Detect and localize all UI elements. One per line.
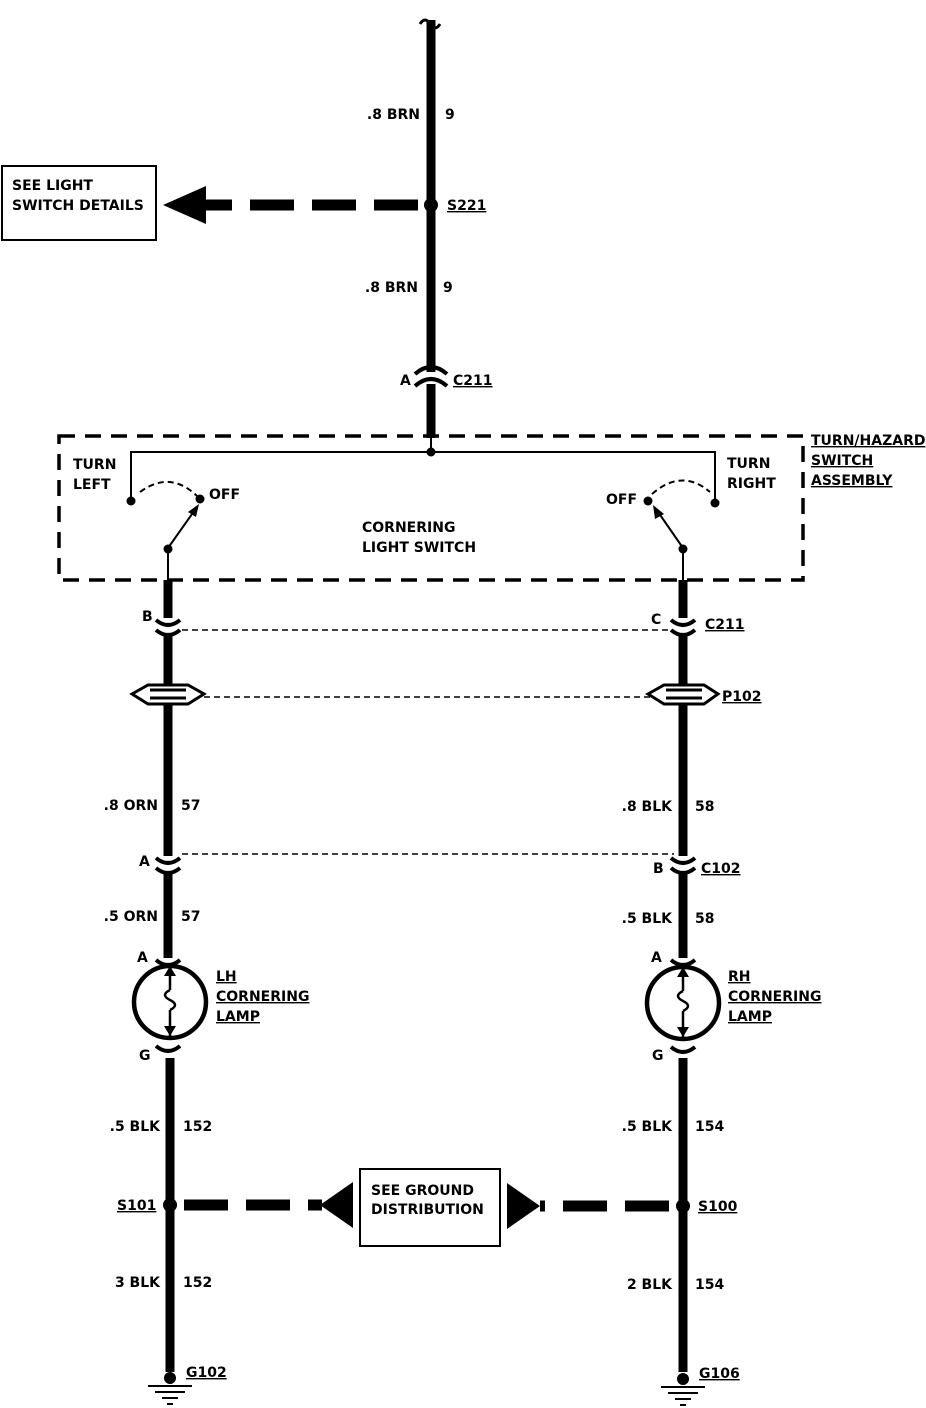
right-seg2-circuit: 58 (695, 911, 714, 927)
right-p102-grommet (645, 683, 721, 706)
left-c211-connector (154, 618, 182, 637)
light-switch-details-line2: SWITCH DETAILS (12, 198, 144, 214)
c211-a-connector (413, 365, 449, 388)
s100-arrowhead (507, 1183, 540, 1229)
splice-s100-label: S100 (698, 1199, 738, 1215)
c211-a-pin: A (400, 373, 411, 389)
right-seg3-circuit: 154 (695, 1119, 724, 1135)
right-c102-pin: B (653, 861, 664, 877)
lh-lamp-line2: CORNERING (216, 989, 309, 1005)
left-c102-connector (154, 856, 182, 875)
right-seg1-gauge: .8 BLK (622, 799, 674, 815)
c211-a-label: C211 (453, 373, 493, 389)
left-seg3-gauge: .5 BLK (110, 1119, 162, 1135)
right-c102-label: C102 (701, 861, 741, 877)
g106-label: G106 (699, 1366, 740, 1382)
rh-lamp-line2: CORNERING (728, 989, 821, 1005)
turn-right-line1: TURN (727, 456, 770, 472)
rh-lamp-arrow-up (677, 967, 689, 977)
left-lamp-bottom-connector (154, 1044, 182, 1053)
wire-9-upper-gauge: .8 BRN (367, 107, 420, 123)
left-c102-pin: A (139, 854, 150, 870)
splice-s221-dot (424, 198, 438, 212)
rh-lamp-arrow-down (677, 1027, 689, 1037)
left-seg1-gauge: .8 ORN (104, 798, 158, 814)
turn-left-contact (126, 496, 136, 506)
g106-ground-symbol (661, 1386, 705, 1406)
left-switch-travel-arc (139, 480, 198, 497)
left-seg4-gauge: 3 BLK (115, 1275, 161, 1291)
splice-s101-dot (163, 1198, 177, 1212)
right-lamp-pin-top: A (651, 950, 662, 966)
right-seg3-gauge: .5 BLK (622, 1119, 674, 1135)
right-off-contact (643, 496, 653, 506)
right-p102-label: P102 (722, 689, 761, 705)
left-off-label: OFF (209, 487, 240, 503)
switch-bus-right (431, 451, 716, 502)
turn-left-line1: TURN (73, 457, 116, 473)
g102-ground-dot (164, 1372, 176, 1384)
right-seg4-gauge: 2 BLK (627, 1277, 673, 1293)
g102-label: G102 (186, 1365, 227, 1381)
switch-assembly-line1: TURN/HAZARD (811, 433, 925, 449)
wire-9-lower-circuit: 9 (443, 280, 453, 296)
g106-ground-dot (677, 1373, 689, 1385)
left-seg4-circuit: 152 (183, 1275, 212, 1291)
cornering-light-switch-line2: LIGHT SWITCH (362, 540, 476, 556)
s221-arrowhead (163, 186, 206, 224)
left-seg3-circuit: 152 (183, 1119, 212, 1135)
turn-left-line2: LEFT (73, 477, 111, 493)
left-seg2-circuit: 57 (181, 909, 200, 925)
left-p102-grommet (129, 683, 207, 706)
right-off-label: OFF (606, 492, 637, 508)
lh-lamp-arrow-up (164, 966, 176, 976)
turn-right-contact (710, 498, 720, 508)
rh-lamp-line3: LAMP (728, 1009, 772, 1025)
light-switch-details-box (1, 165, 157, 241)
left-blade-arrow (188, 504, 199, 517)
right-seg4-circuit: 154 (695, 1277, 724, 1293)
left-c211-pin: B (142, 609, 153, 625)
left-lamp-pin-top: A (137, 950, 148, 966)
lh-lamp-line1: LH (216, 969, 237, 985)
right-c211-connector (669, 618, 697, 637)
splice-s101-label: S101 (117, 1198, 156, 1214)
right-c211-label: C211 (705, 617, 745, 633)
right-seg2-gauge: .5 BLK (622, 911, 674, 927)
g102-ground-symbol (148, 1385, 192, 1405)
left-off-contact (195, 494, 205, 504)
right-seg1-circuit: 58 (695, 799, 714, 815)
right-c102-connector (669, 856, 697, 875)
ground-distribution-line1: SEE GROUND (371, 1183, 474, 1199)
wire-9-upper-circuit: 9 (445, 107, 455, 123)
switch-assembly-line3: ASSEMBLY (811, 473, 893, 489)
right-blade-arrow (653, 505, 664, 519)
light-switch-details-line1: SEE LIGHT (12, 178, 93, 194)
switch-assembly-line2: SWITCH (811, 453, 873, 469)
right-c211-pin: C (651, 612, 661, 628)
right-lamp-bottom-connector (669, 1045, 697, 1054)
lh-lamp-filament-coil (163, 988, 177, 1012)
lh-lamp-arrow-down (164, 1026, 176, 1036)
ground-distribution-box (359, 1168, 501, 1247)
rh-lamp-line1: RH (728, 969, 751, 985)
lh-lamp-line3: LAMP (216, 1009, 260, 1025)
splice-s100-dot (676, 1199, 690, 1213)
rh-lamp-filament-coil (676, 989, 690, 1013)
left-seg2-gauge: .5 ORN (104, 909, 158, 925)
cornering-light-switch-line1: CORNERING (362, 520, 455, 536)
turn-right-line2: RIGHT (727, 476, 776, 492)
splice-s221-label: S221 (447, 198, 486, 214)
wire-9-lower-gauge: .8 BRN (365, 280, 418, 296)
left-lamp-pin-bottom: G (139, 1048, 151, 1064)
ground-distribution-line2: DISTRIBUTION (371, 1202, 484, 1218)
s101-arrowhead (320, 1182, 353, 1228)
right-lamp-pin-bottom: G (652, 1048, 664, 1064)
switch-bus-left (130, 451, 431, 500)
right-lamp-top-connector (669, 958, 697, 967)
right-switch-travel-arc (651, 479, 711, 495)
turn-hazard-switch-box (57, 434, 805, 582)
left-seg1-circuit: 57 (181, 798, 200, 814)
